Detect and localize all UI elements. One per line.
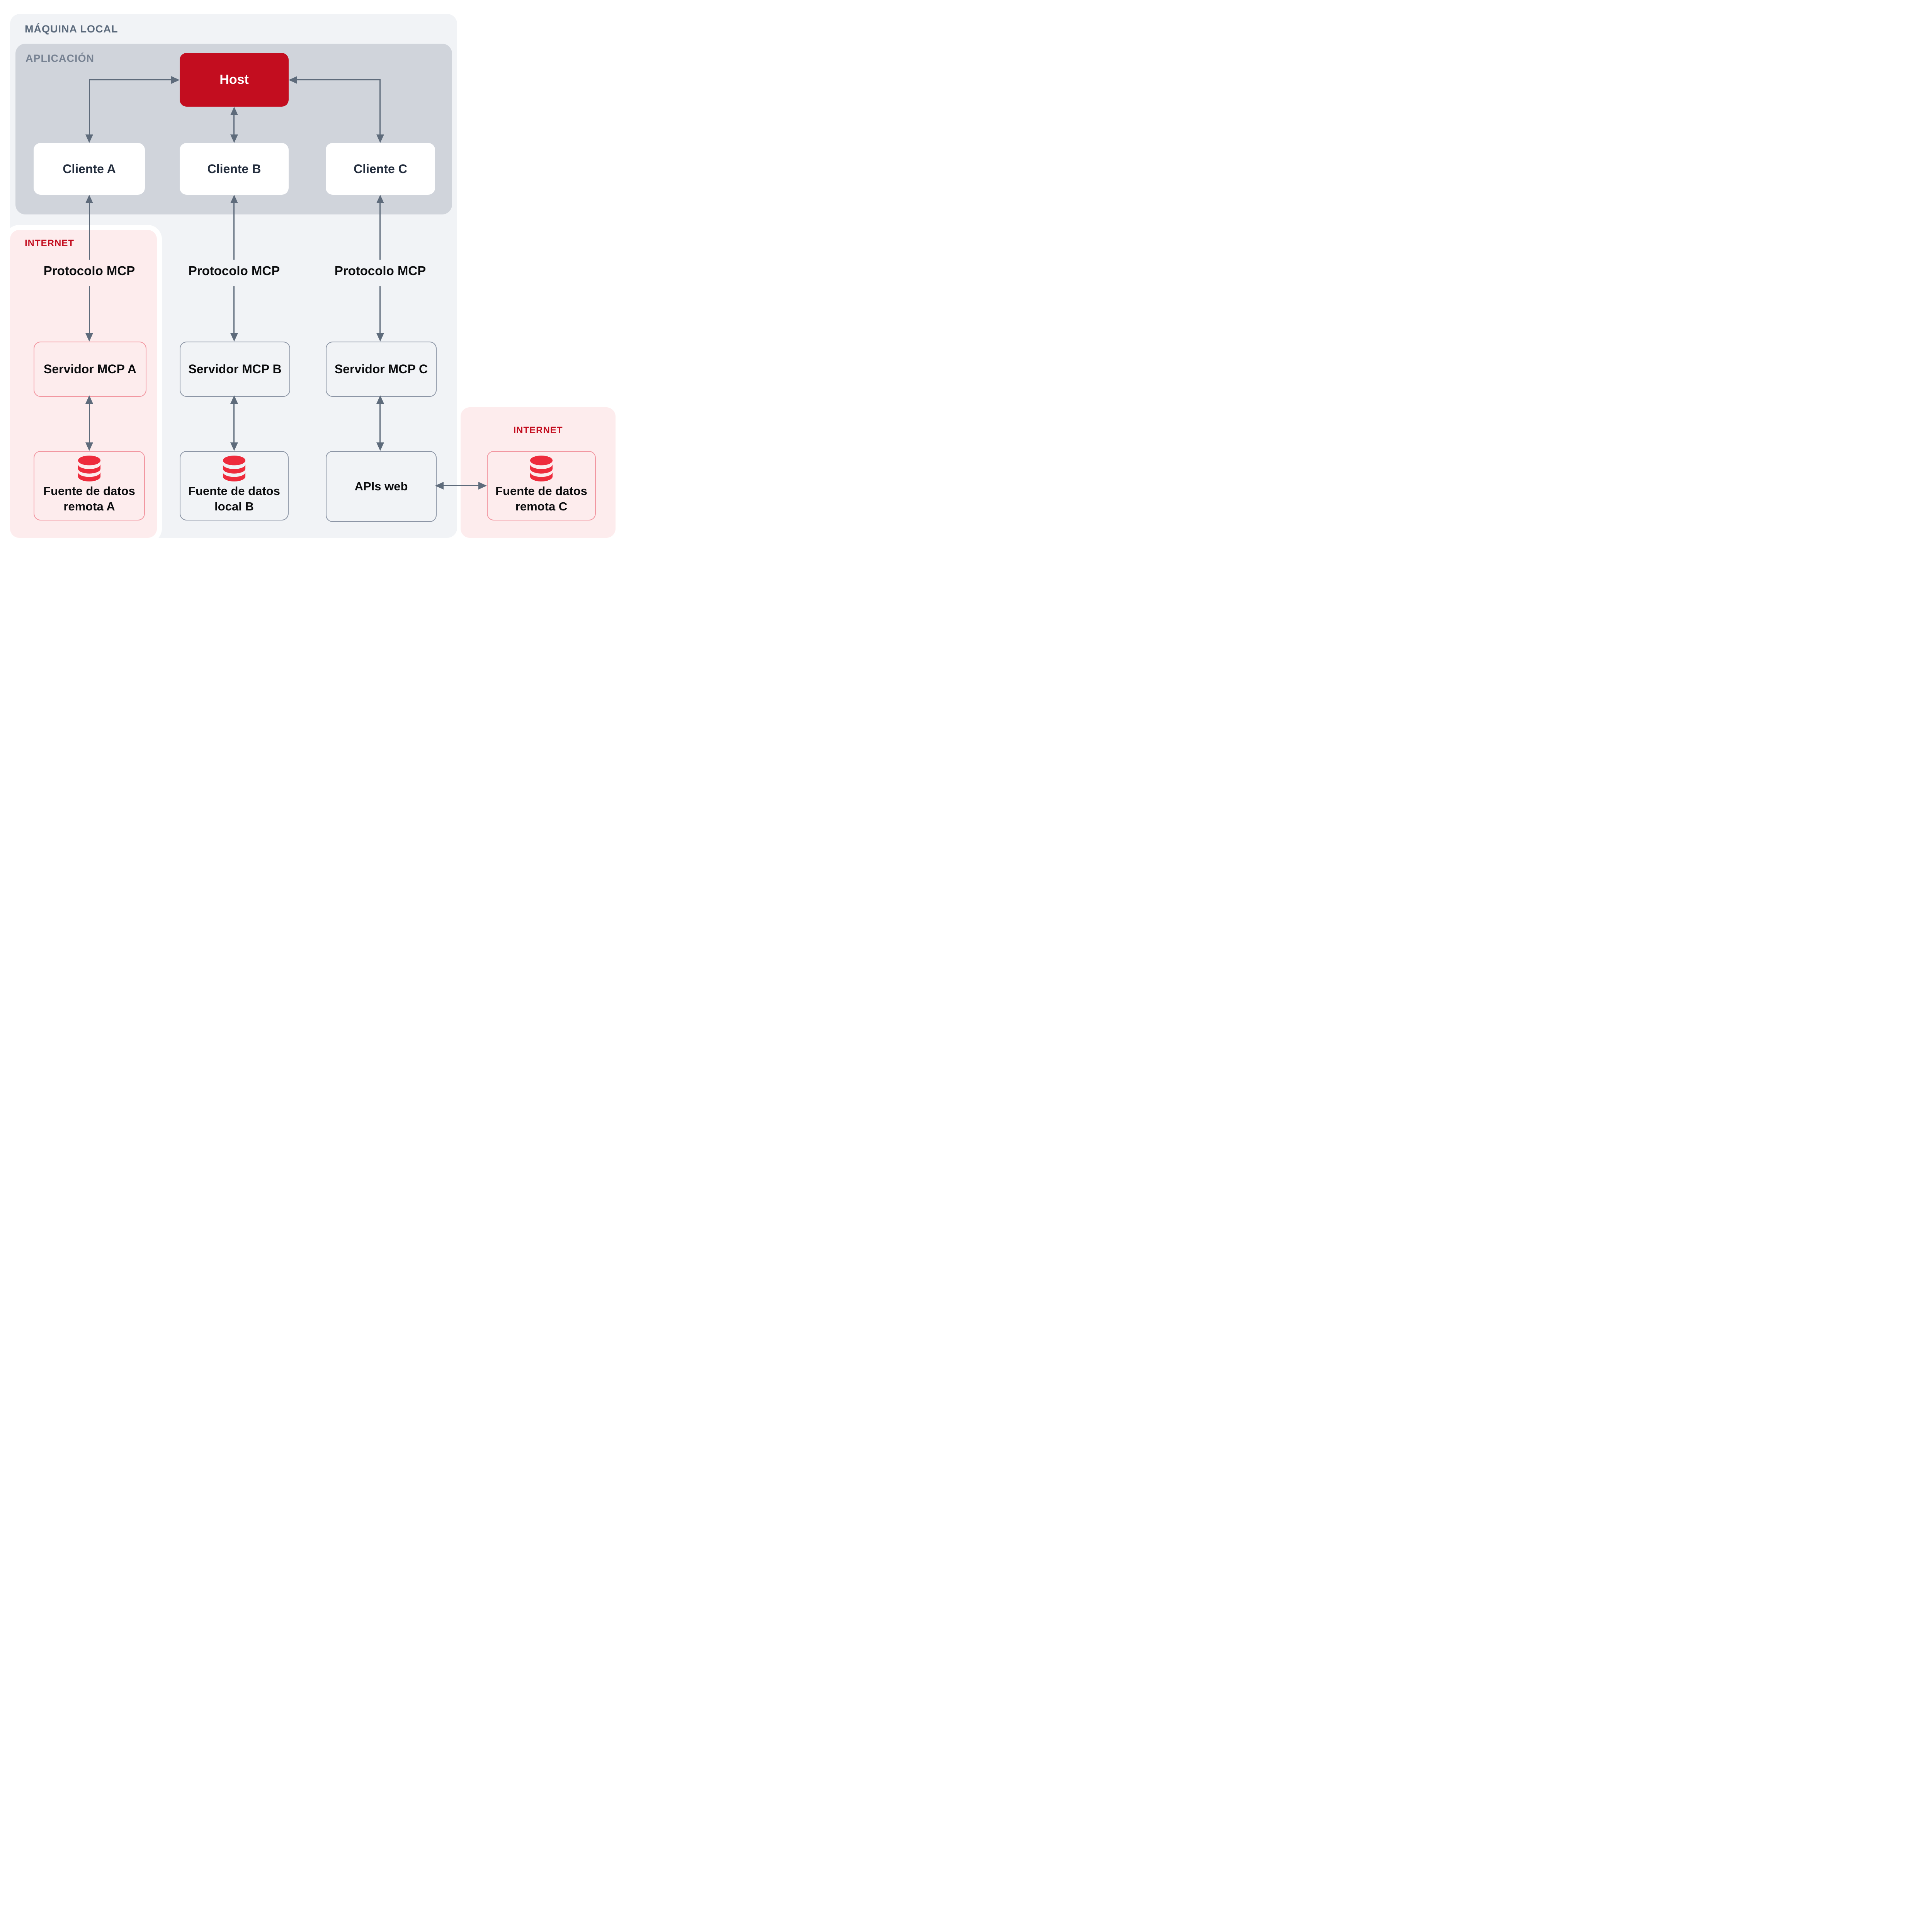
arrowhead-into-host-left (171, 76, 180, 84)
server-c-label: Servidor MCP C (334, 362, 428, 376)
connector-server-source-a (89, 403, 90, 443)
host-label: Host (219, 72, 249, 87)
client-a-label: Cliente A (63, 162, 116, 176)
source-a-label-line2: remota A (63, 500, 115, 513)
source-c-node: Fuente de datos remota C (487, 451, 596, 520)
server-b-label: Servidor MCP B (188, 362, 282, 376)
source-c-label-line1: Fuente de datos (495, 484, 587, 498)
protocol-line-b-lower (233, 286, 235, 333)
server-c-node: Servidor MCP C (326, 342, 437, 397)
server-b-node: Servidor MCP B (180, 342, 290, 397)
arrowhead-into-client-c-bottom (376, 195, 384, 203)
source-b-label-line2: local B (214, 500, 254, 513)
server-a-label: Servidor MCP A (43, 362, 137, 376)
client-b-node: Cliente B (180, 143, 289, 195)
source-b-node: Fuente de datos local B (180, 451, 289, 520)
apis-web-node: APIs web (326, 451, 437, 522)
client-c-node: Cliente C (326, 143, 435, 195)
database-icon (530, 456, 553, 481)
protocol-label-b: Protocolo MCP (188, 264, 280, 278)
protocol-line-a-lower (89, 286, 90, 333)
arrowhead-into-host-right (289, 76, 297, 84)
connector-host-client-a-horizontal (89, 79, 172, 80)
arrowhead-into-server-b-bottom (230, 395, 238, 404)
protocol-line-a-upper (89, 203, 90, 260)
arrowhead-into-client-b-top (230, 134, 238, 143)
client-b-label: Cliente B (207, 162, 261, 176)
client-a-node: Cliente A (34, 143, 145, 195)
database-icon (78, 456, 101, 481)
arrowhead-into-server-a-top (85, 333, 93, 342)
server-a-node: Servidor MCP A (34, 342, 146, 397)
client-c-label: Cliente C (354, 162, 407, 176)
application-label: APLICACIÓN (26, 53, 94, 64)
apis-web-label: APIs web (354, 480, 408, 493)
arrowhead-into-client-b-bottom (230, 195, 238, 203)
connector-host-client-c-horizontal (297, 79, 380, 80)
source-a-node: Fuente de datos remota A (34, 451, 145, 520)
protocol-label-c: Protocolo MCP (334, 264, 426, 278)
source-a-label-line1: Fuente de datos (43, 484, 135, 498)
source-b-label-line1: Fuente de datos (188, 484, 280, 498)
arrowhead-into-apis-top (376, 442, 384, 451)
database-icon (223, 456, 246, 481)
arrowhead-into-server-c-bottom (376, 395, 384, 404)
arrowhead-into-client-c-top (376, 134, 384, 143)
arrowhead-into-client-a-bottom (85, 195, 93, 203)
protocol-label-a: Protocolo MCP (43, 264, 135, 278)
arrowhead-into-source-c-left (478, 482, 487, 490)
arrowhead-into-server-a-bottom (85, 395, 93, 404)
arrowhead-into-server-c-top (376, 333, 384, 342)
connector-server-source-b (233, 403, 235, 443)
mcp-architecture-diagram: MÁQUINA LOCAL APLICACIÓN INTERNET INTERN… (0, 0, 623, 553)
protocol-line-c-upper (379, 203, 381, 260)
arrowhead-into-apis-right (435, 482, 444, 490)
connector-host-client-a-vertical (89, 79, 90, 134)
host-node: Host (180, 53, 289, 107)
connector-apis-source-c (444, 485, 478, 486)
arrowhead-into-server-b-top (230, 333, 238, 342)
arrowhead-into-source-a-top (85, 442, 93, 451)
arrowhead-into-source-b-top (230, 442, 238, 451)
internet-label-left: INTERNET (25, 238, 74, 248)
internet-label-right: INTERNET (513, 425, 563, 435)
connector-server-apis (379, 403, 381, 443)
connector-host-client-b (233, 115, 235, 135)
arrowhead-into-host-bottom (230, 107, 238, 115)
protocol-line-b-upper (233, 203, 235, 260)
source-c-label-line2: remota C (515, 500, 568, 513)
local-machine-label: MÁQUINA LOCAL (25, 23, 118, 35)
arrowhead-into-client-a-top (85, 134, 93, 143)
connector-host-client-c-vertical (379, 79, 381, 134)
protocol-line-c-lower (379, 286, 381, 333)
